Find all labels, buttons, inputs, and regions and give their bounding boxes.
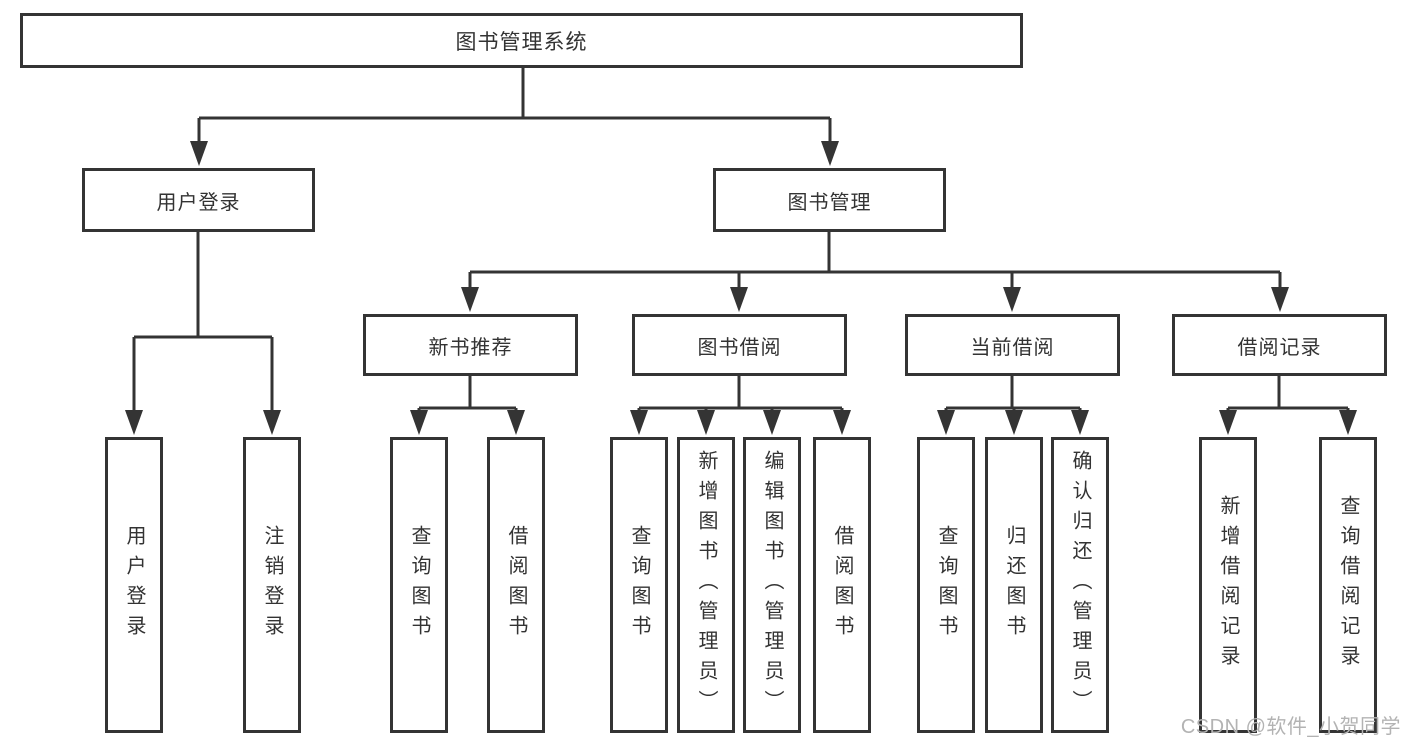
leaf-label: 新增图书（管理员） <box>695 450 717 720</box>
leaf-label: 查询图书 <box>408 525 430 645</box>
leaf-query-borrow-record: 查询借阅记录 <box>1319 437 1377 733</box>
leaf-label: 借阅图书 <box>831 525 853 645</box>
leaf-label: 新增借阅记录 <box>1217 495 1239 675</box>
leaf-label: 用户登录 <box>123 525 145 645</box>
leaf-query-books-recommend: 查询图书 <box>390 437 448 733</box>
node-book-borrowing: 图书借阅 <box>632 314 847 376</box>
leaf-borrow-books-recommend: 借阅图书 <box>487 437 545 733</box>
leaf-return-books: 归还图书 <box>985 437 1043 733</box>
node-current-borrowing: 当前借阅 <box>905 314 1120 376</box>
leaf-confirm-return-admin: 确认归还（管理员） <box>1051 437 1109 733</box>
leaf-label: 编辑图书（管理员） <box>761 450 783 720</box>
leaf-add-borrow-record: 新增借阅记录 <box>1199 437 1257 733</box>
leaf-label: 借阅图书 <box>505 525 527 645</box>
leaf-user-login: 用户登录 <box>105 437 163 733</box>
node-new-book-recommendation: 新书推荐 <box>363 314 578 376</box>
node-book-management-branch: 图书管理 <box>713 168 946 232</box>
leaf-label: 查询图书 <box>628 525 650 645</box>
node-system-root: 图书管理系统 <box>20 13 1023 68</box>
leaf-logout: 注销登录 <box>243 437 301 733</box>
leaf-query-books-borrowing: 查询图书 <box>610 437 668 733</box>
csdn-watermark: CSDN @软件_小贺同学 <box>1180 716 1401 738</box>
leaf-label: 确认归还（管理员） <box>1069 450 1091 720</box>
arrowheads <box>125 141 1357 435</box>
leaf-label: 查询借阅记录 <box>1337 495 1359 675</box>
leaf-label: 查询图书 <box>935 525 957 645</box>
node-borrowing-records: 借阅记录 <box>1172 314 1387 376</box>
node-user-login-branch: 用户登录 <box>82 168 315 232</box>
leaf-borrow-books: 借阅图书 <box>813 437 871 733</box>
leaf-edit-books-admin: 编辑图书（管理员） <box>743 437 801 733</box>
leaf-query-books-current: 查询图书 <box>917 437 975 733</box>
leaf-label: 归还图书 <box>1003 525 1025 645</box>
leaf-add-books-admin: 新增图书（管理员） <box>677 437 735 733</box>
leaf-label: 注销登录 <box>261 525 283 645</box>
